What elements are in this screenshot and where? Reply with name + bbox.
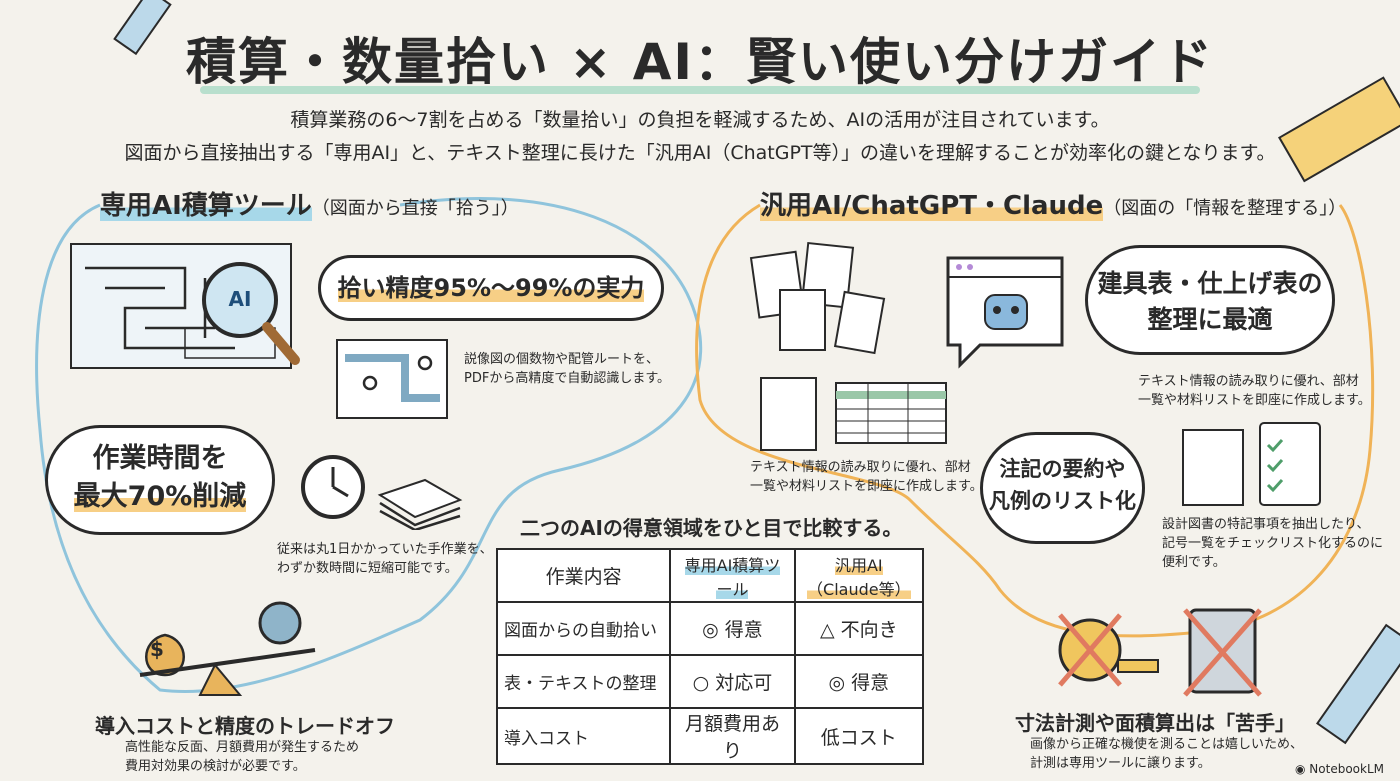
text-desc-line: テキスト情報の読み取りに優れ、部材	[750, 460, 971, 475]
notes-summary-bubble: 注記の要約や 凡例のリスト化	[980, 432, 1145, 544]
accuracy-desc-line: PDFから高精度で自動認識します。	[464, 371, 671, 386]
left-section-title: 専用AI積算ツール	[100, 191, 312, 221]
fixture-description: テキスト情報の読み取りに優れ、部材 一覧や材料リストを即座に作成します。	[1138, 372, 1371, 410]
weakness-title: 寸法計測や面積算出は「苦手」	[1015, 711, 1295, 735]
header-task: 作業内容	[495, 548, 672, 603]
fixture-bubble-line: 整理に最適	[1147, 305, 1273, 334]
text-desc-line: 一覧や材料リストを即座に作成します。	[750, 479, 983, 494]
left-section-subtitle: （図面から直接「拾う」）	[311, 198, 519, 219]
money-symbol: $	[150, 637, 164, 661]
page-title: 積算・数量拾い × AI：賢い使い分けガイド	[185, 33, 1214, 91]
intro-line-1: 積算業務の6～7割を占める「数量拾い」の負担を軽減するため、AIの活用が注目され…	[290, 109, 1110, 131]
table-row: 図面からの自動拾い ◎ 得意 △ 不向き	[495, 601, 925, 656]
accuracy-bubble-text: 拾い精度95%～99%の実力	[337, 274, 645, 302]
tape-measure-calculator-icon	[1058, 608, 1262, 697]
accuracy-bubble: 拾い精度95%～99%の実力	[318, 255, 664, 321]
fixture-table-bubble: 建具表・仕上げ表の 整理に最適	[1085, 245, 1335, 355]
row-task: 表・テキストの整理	[495, 654, 672, 709]
weakness-desc-line: 画像から正確な機使を測ることは嬉しいため、	[1030, 737, 1304, 752]
ai-badge: AI	[228, 287, 252, 311]
intro-line-2: 図面から直接抽出する「専用AI」と、テキスト整理に長けた「汎用AI（ChatGP…	[124, 142, 1276, 164]
notes-description: 設計図書の特記事項を抽出したり、 記号一覧をチェックリスト化するのに 便利です。	[1162, 515, 1383, 572]
pipe-diagram-icon	[336, 339, 448, 419]
tradeoff-title: 導入コストと精度のトレードオフ	[95, 714, 395, 738]
header-general: 汎用AI（Claude等）	[793, 548, 925, 603]
brand-logo-icon: ◉	[1295, 762, 1310, 776]
row-task: 導入コスト	[495, 707, 672, 765]
time-bubble-line: 作業時間を	[92, 443, 228, 474]
notes-bubble-line: 凡例のリスト化	[989, 489, 1136, 513]
row-general: △ 不向き	[793, 601, 925, 656]
clock-icon	[301, 455, 365, 519]
brand-watermark: ◉ NotebookLM	[1295, 762, 1384, 776]
chatbot-window-icon	[946, 256, 1064, 369]
paper-stack-icon	[377, 478, 463, 530]
row-general: ◎ 得意	[793, 654, 925, 709]
comparison-table: 作業内容 専用AI積算ツール 汎用AI（Claude等） 図面からの自動拾い ◎…	[495, 548, 925, 765]
notes-desc-line: 設計図書の特記事項を抽出したり、	[1162, 517, 1370, 532]
fixture-desc-line: テキスト情報の読み取りに優れ、部材	[1138, 374, 1359, 389]
table-documents-icon	[760, 377, 947, 451]
fixture-desc-line: 一覧や材料リストを即座に作成します。	[1138, 393, 1371, 408]
time-desc-line: 従来は丸1日かかっていた手作業を、	[277, 542, 493, 557]
row-dedicated: 月額費用あり	[669, 707, 796, 765]
right-section-subtitle: （図面の「情報を整理する」）	[1103, 198, 1347, 219]
checklist-icon	[1182, 422, 1321, 506]
title-underline	[200, 86, 1200, 94]
documents-icon	[749, 241, 886, 355]
time-bubble-line: 最大70%削減	[73, 481, 247, 512]
tradeoff-desc-line: 高性能な反面、月額費用が発生するため	[125, 740, 360, 755]
row-dedicated: ○ 対応可	[669, 654, 796, 709]
weakness-desc-line: 計測は専用ツールに譲ります。	[1030, 756, 1211, 771]
header-dedicated-text: 専用AI積算ツール	[684, 555, 781, 599]
cost-balance-illustration	[139, 601, 316, 696]
notes-desc-line: 記号一覧をチェックリスト化するのに	[1162, 536, 1384, 551]
row-task: 図面からの自動拾い	[495, 601, 672, 656]
table-row: 導入コスト 月額費用あり 低コスト	[495, 707, 925, 765]
brand-label: NotebookLM	[1309, 762, 1384, 776]
time-desc-line: わずか数時間に短縮可能です。	[277, 561, 458, 576]
right-section-heading: 汎用AI/ChatGPT・Claude（図面の「情報を整理する」）	[760, 185, 1346, 222]
time-description: 従来は丸1日かかっていた手作業を、 わずか数時間に短縮可能です。	[277, 540, 493, 578]
right-section-title: 汎用AI/ChatGPT・Claude	[760, 191, 1104, 221]
weakness-description: 画像から正確な機使を測ることは嬉しいため、 計測は専用ツールに譲ります。	[1030, 735, 1303, 773]
tradeoff-description: 高性能な反面、月額費用が発生するため 費用対効果の検討が必要です。	[125, 738, 359, 776]
fixture-bubble-line: 建具表・仕上げ表の	[1097, 269, 1323, 298]
table-row: 表・テキストの整理 ○ 対応可 ◎ 得意	[495, 654, 925, 709]
accuracy-description: 説像図の個数物や配管ルートを、 PDFから高精度で自動認識します。	[464, 350, 670, 388]
header-dedicated: 専用AI積算ツール	[669, 548, 796, 603]
table-caption: 二つのAIの得意領域をひと目で比較する。	[520, 516, 903, 540]
header-general-text: 汎用AI（Claude等）	[807, 555, 911, 599]
row-general: 低コスト	[793, 707, 925, 765]
table-header-row: 作業内容 専用AI積算ツール 汎用AI（Claude等）	[495, 548, 925, 603]
accuracy-desc-line: 説像図の個数物や配管ルートを、	[464, 352, 660, 367]
notes-desc-line: 便利です。	[1162, 555, 1226, 570]
row-dedicated: ◎ 得意	[669, 601, 796, 656]
notes-bubble-line: 注記の要約や	[999, 457, 1126, 481]
text-reading-description: テキスト情報の読み取りに優れ、部材 一覧や材料リストを即座に作成します。	[750, 458, 983, 496]
magnifier-icon	[202, 262, 300, 365]
left-section-heading: 専用AI積算ツール（図面から直接「拾う」）	[100, 185, 519, 222]
tradeoff-desc-line: 費用対効果の検討が必要です。	[125, 759, 306, 774]
time-reduction-bubble: 作業時間を 最大70%削減	[45, 425, 275, 535]
